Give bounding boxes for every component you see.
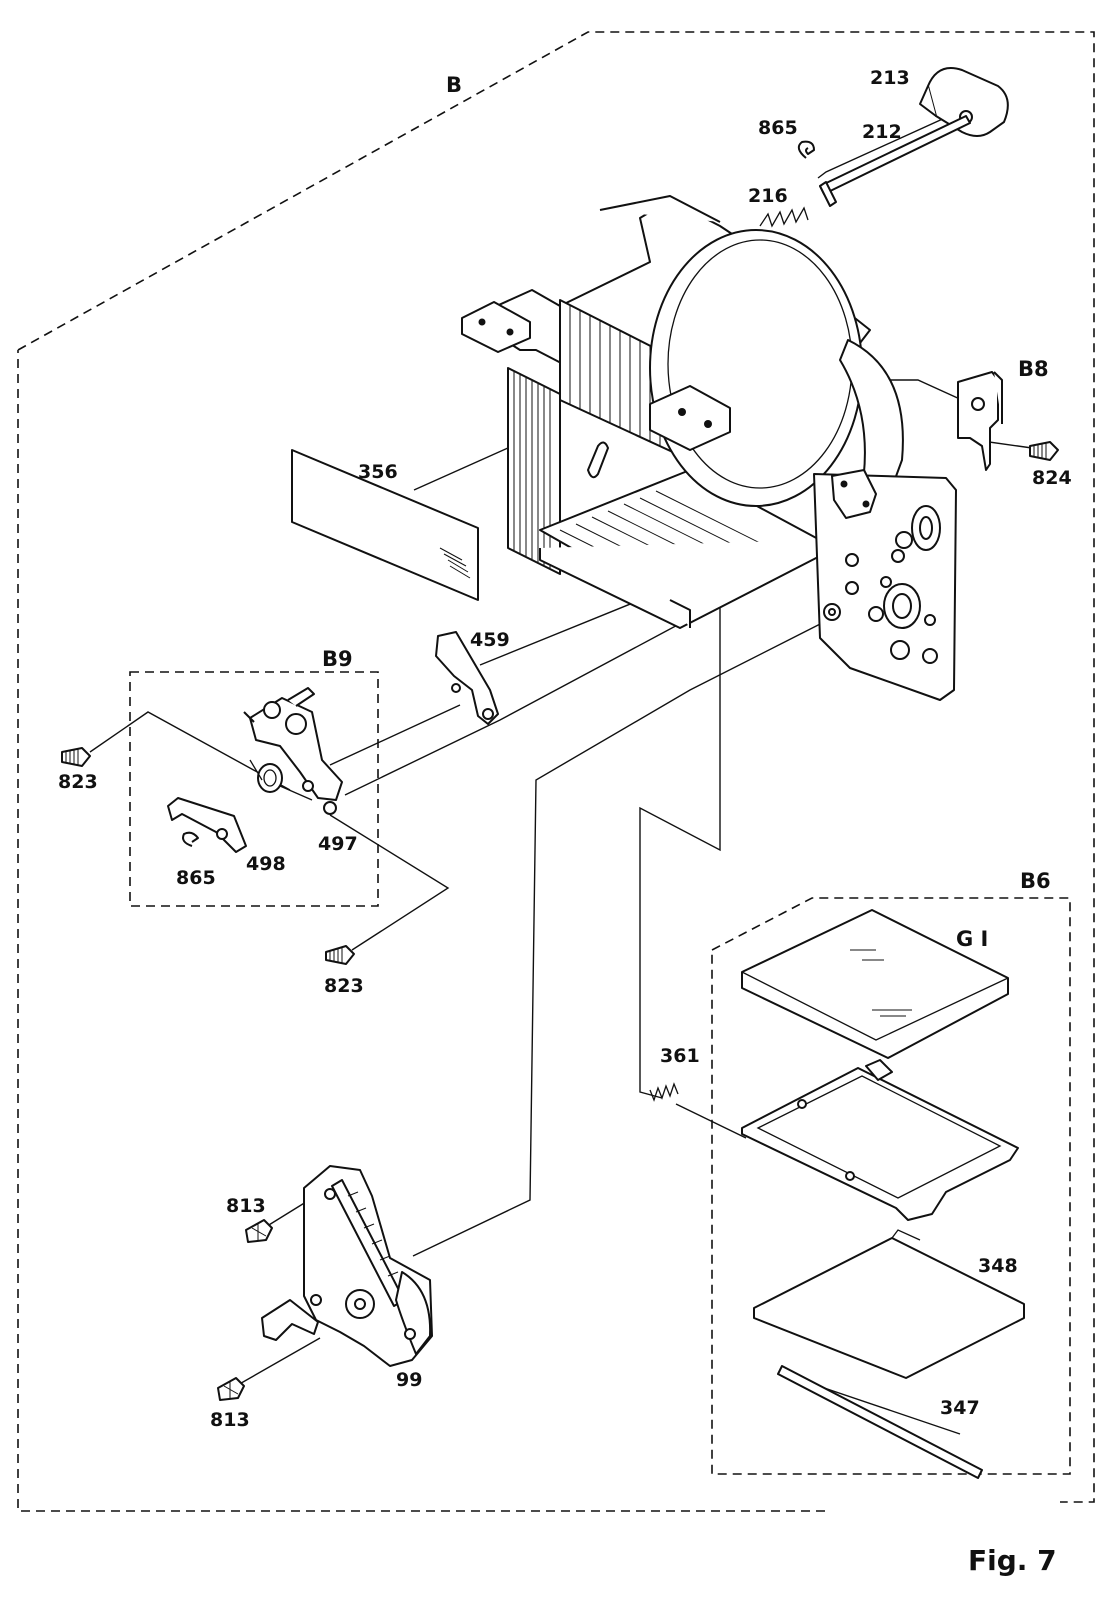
part-865-e-clip-left bbox=[182, 831, 199, 847]
label-824: 824 bbox=[1032, 467, 1072, 489]
part-356-strip bbox=[291, 449, 479, 601]
label-213: 213 bbox=[870, 67, 910, 89]
part-g1-glass bbox=[741, 909, 1009, 1059]
label-813-top: 813 bbox=[226, 1195, 266, 1217]
part-813-screw-bottom bbox=[217, 1377, 245, 1401]
part-865-e-clip-top bbox=[797, 140, 815, 159]
part-497-spring bbox=[249, 759, 313, 801]
part-99-drive-mechanism bbox=[261, 1165, 433, 1367]
label-361: 361 bbox=[660, 1045, 700, 1067]
label-212: 212 bbox=[862, 121, 902, 143]
group-label-b6: B6 bbox=[1020, 869, 1051, 893]
group-b9-boundary bbox=[129, 671, 379, 907]
label-459: 459 bbox=[470, 629, 510, 651]
label-823-left: 823 bbox=[58, 771, 98, 793]
part-labels: B 213 212 865 216 B8 824 356 459 B9 823 … bbox=[58, 67, 1072, 1577]
side-plate bbox=[813, 469, 957, 701]
part-b8-bracket bbox=[957, 371, 1003, 471]
figure-caption: Fig. 7 bbox=[968, 1544, 1057, 1577]
group-b-boundary bbox=[17, 31, 1095, 1512]
group-label-g1: G I bbox=[956, 927, 988, 951]
group-label-b9: B9 bbox=[322, 647, 353, 671]
group-label-b: B bbox=[446, 73, 462, 97]
part-823-screw-left bbox=[61, 747, 91, 767]
mirror-box-chassis bbox=[461, 195, 904, 629]
part-813-screw-top bbox=[245, 1219, 273, 1243]
group-b6-boundary bbox=[711, 897, 1071, 1475]
part-498-lever bbox=[167, 797, 247, 853]
label-865-left: 865 bbox=[176, 867, 216, 889]
label-497: 497 bbox=[318, 833, 358, 855]
label-348: 348 bbox=[978, 1255, 1018, 1277]
label-99: 99 bbox=[396, 1369, 422, 1391]
label-498: 498 bbox=[246, 853, 286, 875]
part-824-screw bbox=[1029, 441, 1059, 461]
part-216-spring bbox=[759, 206, 809, 228]
part-212-shaft bbox=[819, 115, 971, 207]
group-label-b8: B8 bbox=[1018, 357, 1049, 381]
b9-lever-assembly bbox=[243, 687, 343, 815]
label-813-bottom: 813 bbox=[210, 1409, 250, 1431]
label-347: 347 bbox=[940, 1397, 980, 1419]
part-361-spring bbox=[649, 1082, 679, 1102]
part-459-plate bbox=[435, 631, 499, 725]
label-865-top: 865 bbox=[758, 117, 798, 139]
part-347-rod bbox=[777, 1365, 983, 1479]
label-356: 356 bbox=[358, 461, 398, 483]
part-823-screw-bottom bbox=[325, 945, 355, 965]
part-348-screen bbox=[753, 1229, 1025, 1379]
label-823-bottom: 823 bbox=[324, 975, 364, 997]
part-focusing-frame bbox=[741, 1059, 1019, 1221]
label-216: 216 bbox=[748, 185, 788, 207]
